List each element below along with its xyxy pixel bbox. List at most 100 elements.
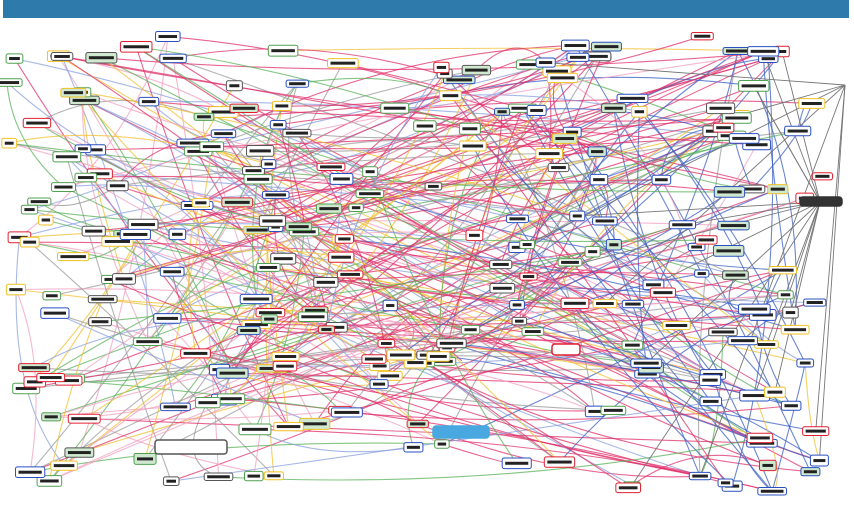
edge xyxy=(66,156,233,374)
network-node xyxy=(273,421,304,432)
edge xyxy=(400,115,739,356)
edge xyxy=(574,188,778,304)
edge xyxy=(303,231,761,439)
network-node xyxy=(334,234,354,244)
network-node xyxy=(631,105,648,118)
network-node xyxy=(64,447,95,458)
edge xyxy=(574,302,763,444)
network-node xyxy=(236,325,261,336)
network-node xyxy=(133,452,157,465)
edge xyxy=(256,62,344,231)
edge xyxy=(84,418,762,444)
edge xyxy=(753,308,792,407)
network-node xyxy=(708,327,738,337)
network-diagram xyxy=(0,30,846,496)
network-node xyxy=(461,64,492,76)
network-node xyxy=(270,252,297,265)
highlighted-node xyxy=(432,425,490,439)
hub-edge xyxy=(699,84,846,477)
network-node xyxy=(191,198,210,208)
network-node xyxy=(317,325,335,334)
edge xyxy=(36,122,273,222)
edge xyxy=(440,67,664,294)
network-node xyxy=(246,145,275,157)
network-node xyxy=(746,432,774,444)
network-node xyxy=(780,324,810,335)
network-node xyxy=(582,51,612,62)
network-node xyxy=(587,146,607,157)
network-node xyxy=(768,265,798,275)
hub-edge xyxy=(753,85,821,203)
network-node xyxy=(362,166,379,178)
edge xyxy=(83,111,503,420)
network-node xyxy=(605,239,622,251)
network-node xyxy=(243,174,273,185)
network-node xyxy=(560,297,590,309)
edge xyxy=(660,179,811,472)
edge xyxy=(283,47,783,53)
network-node xyxy=(460,324,481,335)
network-node xyxy=(569,210,586,222)
network-node xyxy=(159,53,187,64)
edge xyxy=(101,57,560,463)
network-node xyxy=(694,269,710,278)
edge xyxy=(369,171,518,464)
network-node xyxy=(20,204,39,215)
network-node xyxy=(50,460,78,471)
network-node xyxy=(155,30,181,43)
edge xyxy=(135,46,633,346)
network-node xyxy=(406,419,429,429)
network-node xyxy=(243,470,264,482)
network-node xyxy=(138,96,160,107)
network-node xyxy=(41,412,62,422)
edge xyxy=(49,239,707,482)
edge xyxy=(223,133,316,311)
edge xyxy=(95,117,737,151)
network-node xyxy=(106,180,129,192)
network-node xyxy=(547,163,570,173)
edge xyxy=(14,58,289,427)
edge xyxy=(502,287,755,310)
edge xyxy=(275,226,595,412)
network-node xyxy=(458,122,481,135)
network-node xyxy=(413,120,437,132)
network-node xyxy=(803,298,827,307)
network-node xyxy=(521,327,545,336)
network-node xyxy=(88,317,112,327)
network-node xyxy=(348,203,364,212)
edge xyxy=(253,140,473,172)
network-node xyxy=(239,293,273,305)
edge xyxy=(390,305,596,412)
network-node xyxy=(738,184,766,194)
edge xyxy=(192,142,578,217)
network-node xyxy=(694,235,718,245)
network-node xyxy=(313,276,339,288)
network-node xyxy=(216,367,249,379)
network-node xyxy=(651,174,672,185)
network-node xyxy=(81,225,106,237)
network-node xyxy=(258,215,287,227)
edge xyxy=(29,105,283,211)
network-node xyxy=(728,133,760,144)
network-node xyxy=(315,203,343,214)
network-node xyxy=(386,349,416,361)
network-node xyxy=(630,358,663,368)
network-node xyxy=(74,172,98,183)
network-node xyxy=(662,320,691,331)
edge xyxy=(275,130,798,228)
network-node xyxy=(299,417,331,430)
hub-edge xyxy=(815,84,846,432)
network-node xyxy=(621,299,645,309)
edge xyxy=(117,153,550,187)
network-node xyxy=(361,354,387,364)
network-node xyxy=(5,283,27,296)
network-node xyxy=(225,80,243,92)
edge xyxy=(51,115,738,297)
network-node xyxy=(285,222,313,231)
network-node xyxy=(260,314,278,324)
network-node xyxy=(519,272,538,281)
network-node xyxy=(501,457,532,470)
edge xyxy=(144,117,738,460)
network-node xyxy=(336,270,364,279)
edge xyxy=(574,45,703,274)
